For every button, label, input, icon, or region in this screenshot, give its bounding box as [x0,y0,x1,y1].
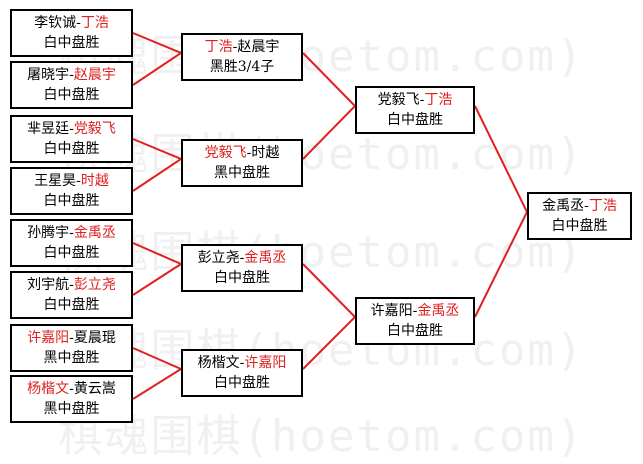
match-box-final: 金禹丞-丁浩 白中盘胜 [527,192,632,240]
bracket-connector [132,32,184,86]
player-name: 时越 [251,145,280,161]
match-box-r1-1: 李钦诚-丁浩 白中盘胜 [10,9,133,57]
match-box-r3-2: 许嘉阳-金禹丞 白中盘胜 [355,297,475,345]
match-players: 杨楷文-黄云嵩 [27,381,116,397]
player-name: 李钦诚 [34,15,77,31]
match-box-r2-3: 彭立尧-金禹丞 白中盘胜 [181,244,303,292]
watermark: 棋魂围棋(hoetom.com) [58,129,585,180]
player-name: 夏晨琨 [73,330,116,346]
player-name: 时越 [80,173,109,189]
player-name: 金禹丞 [542,198,585,214]
player-name: 党毅飞 [204,145,247,161]
player-name: 丁浩 [424,92,453,108]
match-players: 许嘉阳-夏晨琨 [27,330,116,346]
match-result: 白中盘胜 [43,193,100,209]
match-box-r1-2: 屠晓宇-赵晨宇 白中盘胜 [10,61,133,109]
player-name: 黄云嵩 [73,381,116,397]
match-result: 黑胜3/4子 [209,59,275,75]
bracket-connector [302,263,357,370]
player-name: 丁浩 [80,15,109,31]
match-result: 黑中盘胜 [214,165,270,181]
match-result: 白中盘胜 [43,245,100,261]
match-players: 孙腾宇-金禹丞 [27,225,116,241]
player-name: 杨楷文 [27,381,70,397]
player-name: 许嘉阳 [27,330,70,346]
player-name: 刘宇航 [27,277,70,293]
match-players: 刘宇航-彭立尧 [27,277,116,293]
match-players: 屠晓宇-赵晨宇 [27,67,116,83]
match-box-r2-4: 杨楷文-许嘉阳 白中盘胜 [181,349,303,397]
player-name: 金禹丞 [417,303,460,319]
match-result: 白中盘胜 [387,112,443,128]
match-box-r1-7: 许嘉阳-夏晨琨 黑中盘胜 [10,324,133,372]
player-name: 丁浩 [588,198,617,214]
match-result: 黑中盘胜 [43,401,100,417]
match-players: 丁浩-赵晨宇 [204,39,280,55]
match-result: 白中盘胜 [43,87,100,103]
player-name: 赵晨宇 [237,39,280,55]
player-name: 彭立尧 [197,250,240,266]
match-result: 白中盘胜 [43,141,100,157]
match-players: 许嘉阳-金禹丞 [370,303,460,319]
match-result: 白中盘胜 [551,218,608,234]
match-box-r2-1: 丁浩-赵晨宇 黑胜3/4子 [181,33,303,81]
match-box-r2-2: 党毅飞-时越 黑中盘胜 [181,139,303,187]
match-players: 党毅飞-时越 [204,145,280,161]
match-result: 白中盘胜 [214,270,270,286]
watermark: 棋魂围棋(hoetom.com) [58,227,585,278]
player-name: 金禹丞 [73,225,116,241]
match-box-r1-3: 芈昱廷-党毅飞 白中盘胜 [10,115,133,163]
player-name: 王星昊 [34,173,77,189]
bracket-connector [132,242,184,296]
match-players: 党毅飞-丁浩 [377,92,453,108]
bracket-connector [474,105,529,318]
player-name: 丁浩 [204,39,233,55]
bracket-connector [132,138,184,192]
bracket-connector [132,347,184,400]
match-players: 金禹丞-丁浩 [542,198,617,214]
bracket-connector [302,52,357,160]
match-box-r3-1: 党毅飞-丁浩 白中盘胜 [355,86,475,134]
player-name: 党毅飞 [73,121,116,137]
player-name: 孙腾宇 [27,225,70,241]
player-name: 党毅飞 [377,92,420,108]
match-box-r1-6: 刘宇航-彭立尧 白中盘胜 [10,271,133,319]
match-players: 李钦诚-丁浩 [34,15,109,31]
player-name: 许嘉阳 [370,303,413,319]
player-name: 许嘉阳 [244,355,287,371]
match-players: 杨楷文-许嘉阳 [197,355,287,371]
player-name: 杨楷文 [197,355,240,371]
player-name: 彭立尧 [73,277,116,293]
match-result: 白中盘胜 [387,323,443,339]
match-result: 黑中盘胜 [43,350,100,366]
player-name: 金禹丞 [244,250,287,266]
match-players: 彭立尧-金禹丞 [197,250,287,266]
match-box-r1-8: 杨楷文-黄云嵩 黑中盘胜 [10,375,133,423]
watermark: 棋魂围棋(hoetom.com) [58,31,585,82]
match-players: 芈昱廷-党毅飞 [27,121,116,137]
match-result: 白中盘胜 [43,297,100,313]
match-result: 白中盘胜 [214,375,270,391]
match-box-r1-5: 孙腾宇-金禹丞 白中盘胜 [10,219,133,267]
match-box-r1-4: 王星昊-时越 白中盘胜 [10,167,133,215]
match-result: 白中盘胜 [43,35,100,51]
player-name: 屠晓宇 [27,67,70,83]
match-players: 王星昊-时越 [34,173,109,189]
player-name: 芈昱廷 [27,121,70,137]
player-name: 赵晨宇 [73,67,116,83]
